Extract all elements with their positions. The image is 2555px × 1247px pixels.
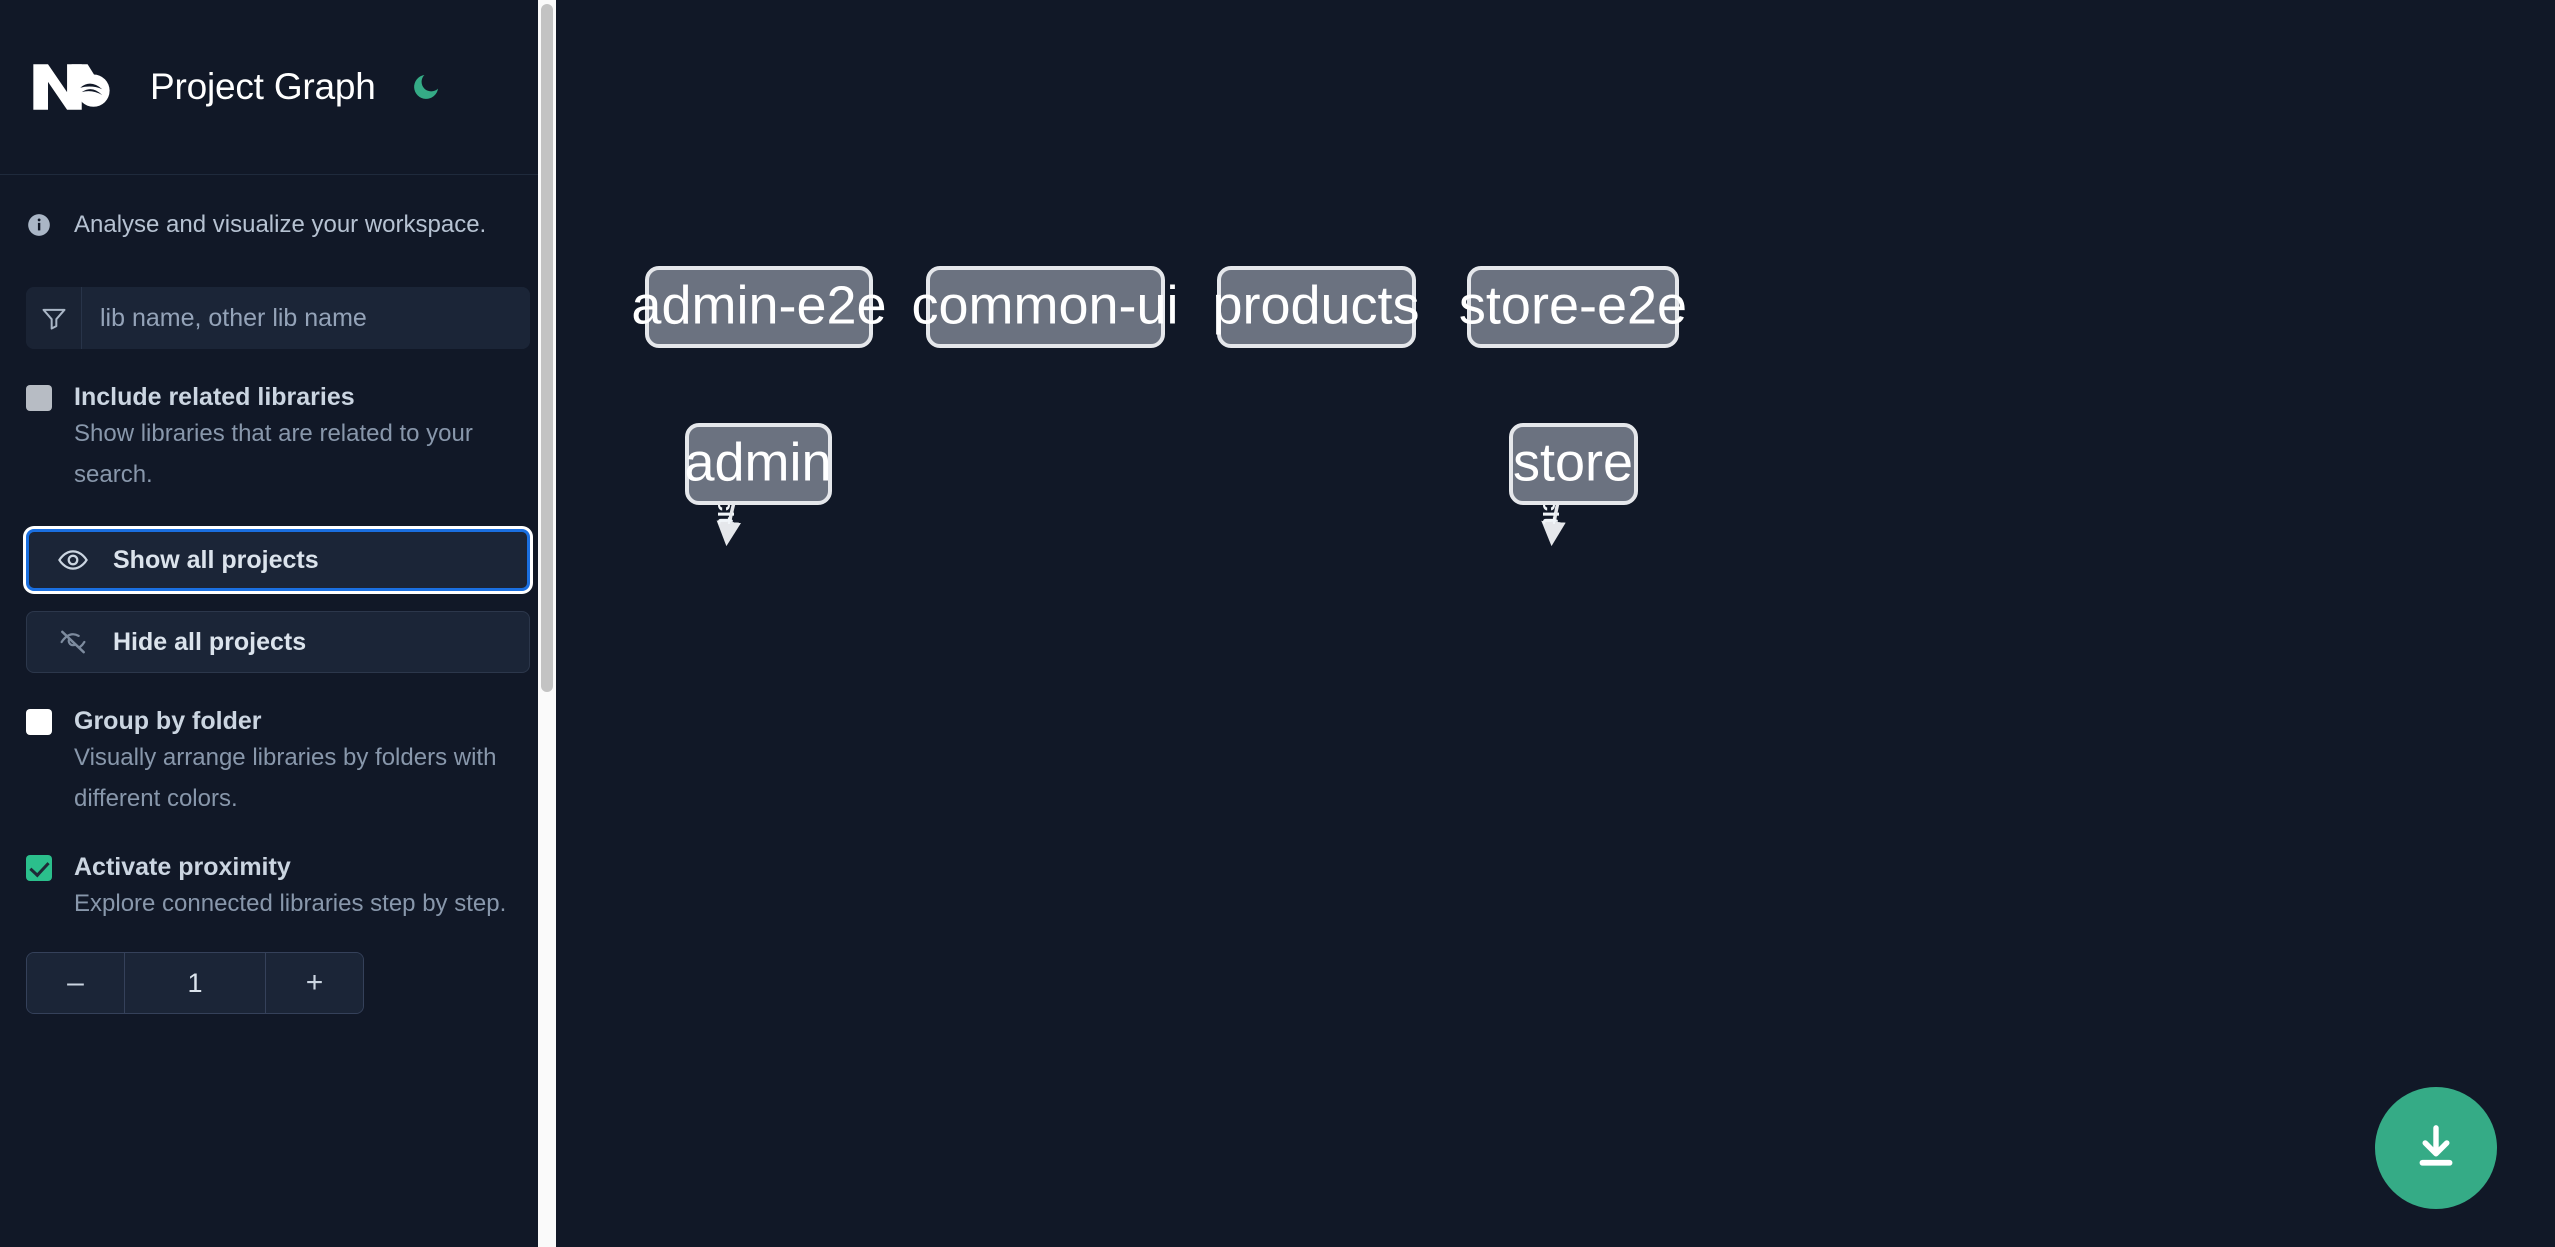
option-activate-proximity: Activate proximity Explore connected lib… bbox=[0, 851, 556, 924]
node-label: store bbox=[1513, 432, 1633, 492]
tagline: Analyse and visualize your workspace. bbox=[0, 175, 556, 275]
graph-node-common-ui[interactable]: common-ui bbox=[911, 266, 1179, 348]
option-description: Explore connected libraries step by step… bbox=[74, 890, 507, 917]
show-all-projects-label: Show all projects bbox=[113, 545, 319, 574]
node-label: common-ui bbox=[911, 275, 1178, 335]
stepper-increment-button[interactable]: + bbox=[265, 953, 363, 1013]
hide-all-projects-button[interactable]: Hide all projects bbox=[26, 611, 530, 673]
filter-section bbox=[0, 287, 556, 349]
eye-off-icon bbox=[57, 625, 91, 659]
project-visibility-buttons: Show all projects Hide all projects bbox=[0, 529, 556, 673]
graph-node-store[interactable]: store bbox=[1509, 423, 1638, 505]
option-label: Group by folder bbox=[74, 707, 262, 735]
nx-logo-icon bbox=[26, 57, 114, 117]
eye-icon bbox=[57, 543, 91, 577]
funnel-icon bbox=[26, 287, 82, 349]
sidebar-scrollbar-thumb[interactable] bbox=[541, 4, 553, 692]
option-label: Include related libraries bbox=[74, 383, 355, 411]
graph-node-store-e2e[interactable]: store-e2e bbox=[1459, 266, 1687, 348]
option-label: Activate proximity bbox=[74, 853, 291, 881]
sidebar: Project Graph Analyse and visualize yo bbox=[0, 0, 556, 1247]
option-description: Show libraries that are related to your … bbox=[74, 420, 473, 488]
graph-node-admin-e2e[interactable]: admin-e2e bbox=[631, 266, 887, 348]
graph-canvas[interactable]: implicit implicit admin-e2e common-ui pr… bbox=[556, 0, 2555, 1247]
info-icon bbox=[26, 212, 52, 238]
option-include-related-libraries: Include related libraries Show libraries… bbox=[0, 381, 556, 495]
tagline-text: Analyse and visualize your workspace. bbox=[74, 211, 487, 238]
show-all-projects-button[interactable]: Show all projects bbox=[26, 529, 530, 591]
checkbox-include-related-libraries[interactable] bbox=[26, 385, 52, 411]
page-title: Project Graph bbox=[150, 66, 376, 107]
download-graph-button[interactable] bbox=[2375, 1087, 2497, 1209]
checkbox-activate-proximity[interactable] bbox=[26, 855, 52, 881]
option-description: Visually arrange libraries by folders wi… bbox=[74, 744, 497, 812]
moon-icon[interactable] bbox=[406, 67, 446, 107]
option-group-by-folder: Group by folder Visually arrange librari… bbox=[0, 705, 556, 819]
stepper-decrement-button[interactable]: – bbox=[27, 953, 125, 1013]
checkbox-group-by-folder[interactable] bbox=[26, 709, 52, 735]
project-graph-svg: implicit implicit admin-e2e common-ui pr… bbox=[631, 266, 1687, 547]
node-label: admin bbox=[684, 432, 831, 492]
download-icon bbox=[2409, 1120, 2463, 1177]
stepper-value: 1 bbox=[125, 953, 265, 1013]
node-label: admin-e2e bbox=[631, 275, 886, 335]
hide-all-projects-label: Hide all projects bbox=[113, 627, 307, 656]
filter-box[interactable] bbox=[26, 287, 530, 349]
graph-edges: implicit implicit bbox=[713, 425, 1567, 547]
proximity-stepper: – 1 + bbox=[0, 952, 556, 1014]
graph-node-products[interactable]: products bbox=[1212, 266, 1420, 348]
sidebar-header: Project Graph bbox=[0, 0, 556, 175]
sidebar-scrollbar[interactable] bbox=[538, 0, 556, 1247]
graph-node-admin[interactable]: admin bbox=[684, 423, 832, 505]
search-input[interactable] bbox=[82, 287, 530, 349]
node-label: store-e2e bbox=[1459, 275, 1687, 335]
node-label: products bbox=[1212, 275, 1419, 335]
